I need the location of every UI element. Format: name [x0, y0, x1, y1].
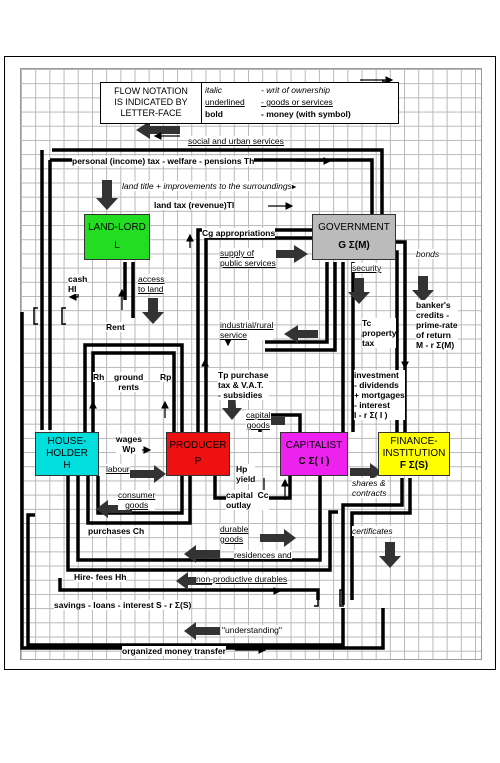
government-name: GOVERNMENT	[318, 222, 390, 233]
certificate-loop-a	[341, 478, 404, 605]
flow-durable-goods: durable goods	[220, 524, 249, 544]
flow-industrial: industrial/rural service	[220, 320, 274, 340]
ground-rents-left	[83, 343, 184, 432]
node-householder[interactable]: HOUSE- HOLDER H	[35, 432, 99, 476]
legend-underline-desc: - goods or services	[261, 97, 333, 107]
legend-title: FLOW NOTATION IS INDICATED BY LETTER-FAC…	[114, 86, 188, 118]
flow-personal-tax: personal (income) tax - welfare - pensio…	[72, 156, 255, 166]
legend-underline-key: underlined	[205, 97, 245, 107]
flow-land-title: land title + improvements to the surroun…	[122, 181, 292, 191]
landlord-symbol: L	[114, 240, 120, 251]
industrial-service-lines	[265, 262, 337, 352]
flow-cg: Cg appropriations	[202, 228, 276, 238]
legend-italic-key: italic	[205, 85, 223, 95]
legend-divider	[201, 83, 202, 123]
flow-ground-rents: ground rents	[114, 372, 144, 392]
social-services-loop	[52, 148, 384, 215]
node-producer[interactable]: PRODUCER P	[166, 432, 230, 476]
flow-hire-fees: Hire- fees Hh	[74, 572, 127, 582]
node-landlord[interactable]: LAND-LORD L	[84, 214, 150, 260]
householder-name: HOUSE- HOLDER	[46, 436, 88, 459]
legend-bold-desc: - money (with symbol)	[261, 109, 351, 119]
durables-line	[76, 476, 322, 562]
flow-tc: Tc property tax	[362, 318, 397, 348]
producer-name: PRODUCER	[169, 440, 227, 451]
flow-investment: investment - dividends + mortgages - int…	[354, 370, 405, 420]
node-capitalist[interactable]: CAPITALIST C Σ( I )	[280, 432, 348, 476]
flow-capital-outlay: capital Cc outlay	[226, 490, 269, 510]
flow-access: access to land	[138, 274, 165, 294]
legend-italic-desc: - writ of ownership	[261, 85, 330, 95]
flow-hp: Hp yield	[236, 464, 256, 484]
flow-nonproductive: non-productive durables	[196, 574, 288, 584]
finance-symbol: F Σ(S)	[399, 460, 429, 471]
flow-land-tax: land tax (revenue)Tl	[154, 200, 235, 210]
flow-tp: Tp purchase tax & V.A.T. - subsidies	[218, 370, 269, 400]
flow-supply: supply of public services	[220, 248, 276, 268]
purchases-line	[86, 476, 192, 525]
capitalist-name: CAPITALIST	[285, 440, 343, 451]
outer-left-loop	[20, 312, 385, 650]
flow-certificates: certificates	[352, 526, 393, 536]
finance-name: FINANCE- INSTITUTION	[382, 436, 446, 459]
flow-rp: Rp	[160, 372, 172, 382]
flow-consumer-goods: consumer goods	[118, 490, 156, 510]
producer-symbol: P	[194, 456, 202, 467]
flow-bonds: bonds	[416, 249, 440, 259]
legend: FLOW NOTATION IS INDICATED BY LETTER-FAC…	[100, 82, 399, 124]
flow-understanding: "understanding"	[222, 625, 282, 635]
landlord-drop	[123, 262, 135, 318]
flow-social-services: social and urban services	[188, 136, 284, 146]
flow-purchases: purchases Ch	[88, 526, 145, 536]
bracket-marks	[33, 307, 344, 607]
flow-rh: Rh	[93, 372, 105, 382]
landlord-name: LAND-LORD	[88, 222, 146, 233]
ground-rents-right	[91, 351, 176, 432]
legend-bold-key: bold	[205, 109, 223, 119]
flow-labour: labour	[106, 464, 130, 474]
capitalist-symbol: C Σ( I )	[298, 456, 330, 467]
flow-residences: residences and	[234, 550, 292, 560]
government-symbol: G Σ(M)	[338, 240, 370, 251]
flow-organized: organized money transfer	[122, 646, 226, 656]
flow-shares: shares & contracts	[352, 478, 387, 498]
node-finance[interactable]: FINANCE- INSTITUTION F Σ(S)	[378, 432, 450, 476]
certificate-loop-b	[350, 478, 412, 600]
gov-capitalist-lines	[341, 262, 355, 432]
flow-cash: cash Hl	[68, 274, 88, 294]
hire-fees-line	[66, 476, 338, 572]
node-government[interactable]: GOVERNMENT G Σ(M)	[312, 214, 396, 260]
flow-wages: wages Wp	[116, 434, 142, 454]
organized-transfer-loop	[26, 513, 345, 647]
flow-bankers-credits: banker's credits - prime-rate of return …	[416, 300, 458, 350]
flow-savings: savings - loans - interest S - r Σ(S)	[54, 600, 192, 610]
flow-security: security	[352, 263, 382, 273]
householder-symbol: H	[63, 460, 71, 471]
consumer-line	[96, 476, 184, 515]
flow-capital-goods: capital goods	[246, 410, 271, 430]
flow-rent: Rent	[106, 322, 125, 332]
